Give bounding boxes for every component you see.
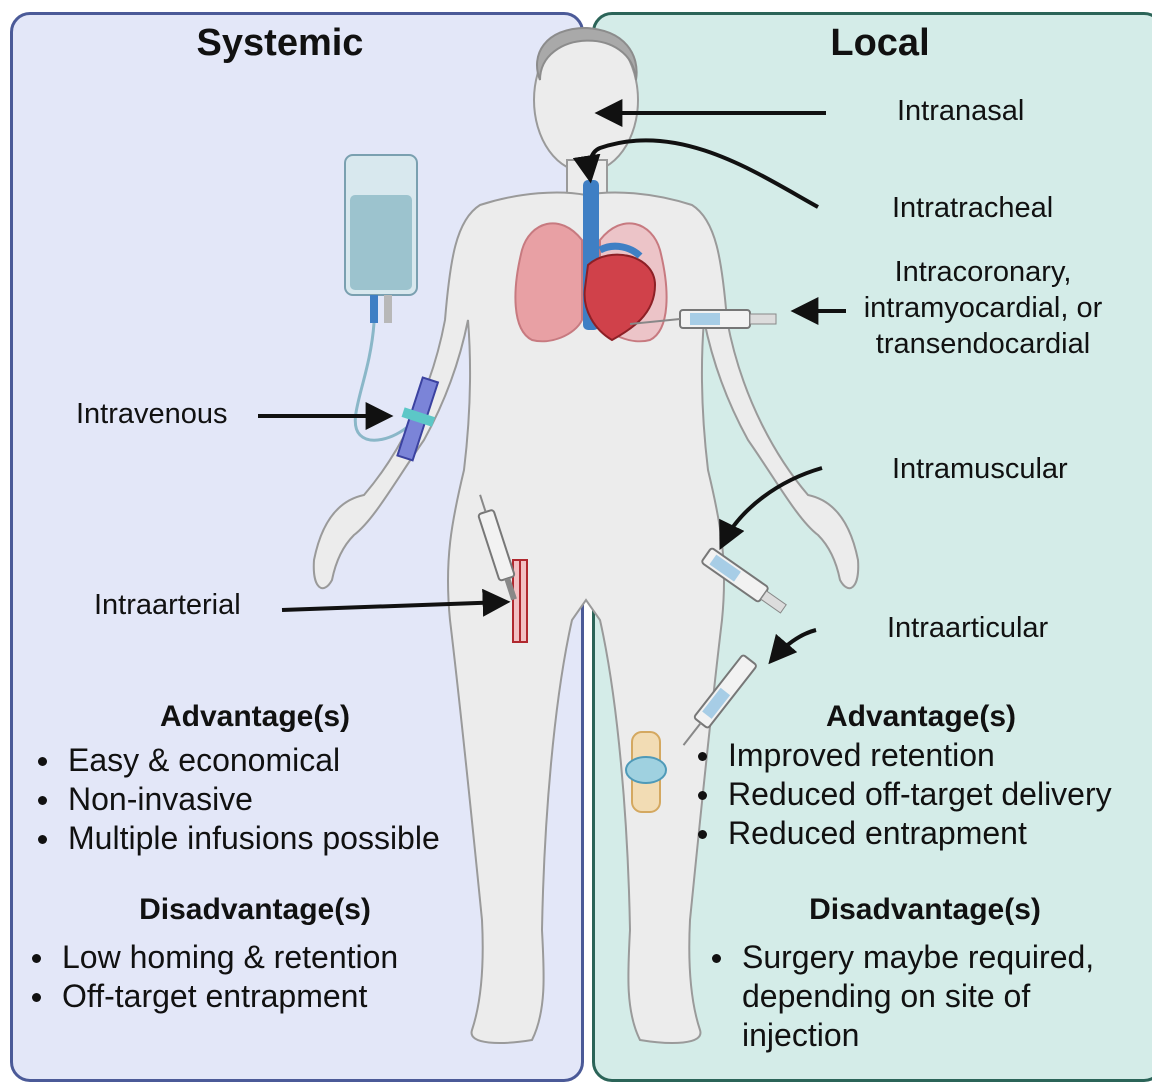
- route-intratracheal: Intratracheal: [892, 192, 1053, 225]
- local-disadvantages-heading: Disadvantage(s): [750, 893, 1100, 927]
- list-item: Improved retention: [684, 736, 1112, 775]
- local-disadvantages-list: Surgery maybe required, depending on sit…: [698, 938, 1094, 1055]
- list-item: Low homing & retention: [18, 938, 398, 977]
- list-item: Non-invasive: [24, 780, 440, 819]
- list-item: depending on site of: [698, 977, 1094, 1016]
- list-item: Reduced entrapment: [684, 814, 1112, 853]
- systemic-disadvantages-heading: Disadvantage(s): [80, 893, 430, 927]
- local-advantages-list: Improved retention Reduced off-target de…: [684, 736, 1112, 853]
- route-transendocardial: transendocardial: [848, 328, 1118, 361]
- route-intraarterial: Intraarterial: [94, 589, 241, 622]
- list-item: injection: [698, 1016, 1094, 1055]
- local-advantages-heading: Advantage(s): [756, 700, 1086, 734]
- list-item: Easy & economical: [24, 741, 440, 780]
- route-intravenous: Intravenous: [76, 398, 228, 431]
- systemic-advantages-heading: Advantage(s): [90, 700, 420, 734]
- route-intramyocardial: intramyocardial, or: [848, 292, 1118, 325]
- list-item: Reduced off-target delivery: [684, 775, 1112, 814]
- list-item: Multiple infusions possible: [24, 819, 440, 858]
- route-intranasal: Intranasal: [897, 95, 1024, 128]
- systemic-disadvantages-list: Low homing & retention Off-target entrap…: [18, 938, 398, 1016]
- route-intraarticular: Intraarticular: [887, 612, 1048, 645]
- knee-joint-icon: [626, 732, 666, 812]
- systemic-advantages-list: Easy & economical Non-invasive Multiple …: [24, 741, 440, 858]
- iv-bag-icon: [345, 155, 417, 440]
- list-item: Surgery maybe required,: [698, 938, 1094, 977]
- artery-icon: [513, 560, 527, 642]
- route-intracoronary: Intracoronary,: [848, 256, 1118, 289]
- arrow-icon: [772, 630, 816, 660]
- list-item: Off-target entrapment: [18, 977, 398, 1016]
- route-intramuscular: Intramuscular: [892, 453, 1068, 486]
